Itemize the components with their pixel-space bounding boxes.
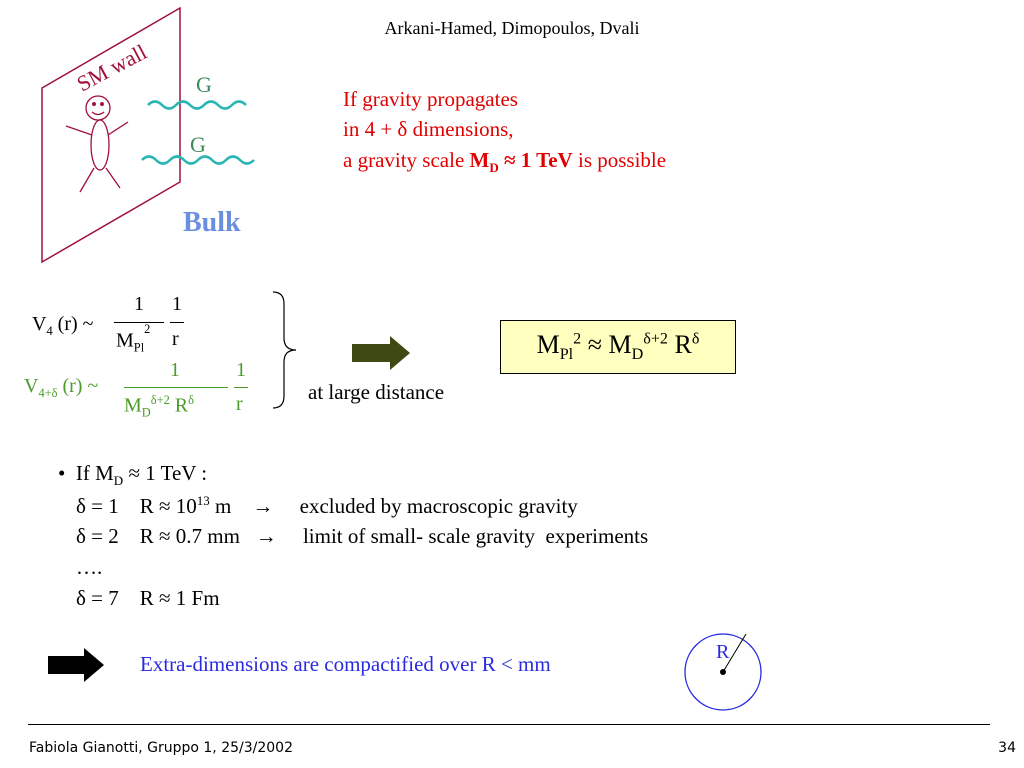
result-equation: MPl2 ≈ MDδ+2 Rδ <box>536 329 700 364</box>
statement-line-2: in 4 + δ dimensions, <box>343 117 514 141</box>
footer-author: Fabiola Gianotti, Gruppo 1, 25/3/2002 <box>29 740 293 756</box>
graviton-wave-bottom <box>141 155 255 165</box>
equation-1-lhs: V4 (r) ~ <box>32 313 94 338</box>
statement-md-sub: D <box>489 160 499 176</box>
at-large-distance-label: at large distance <box>308 380 445 404</box>
equation-1-num1: 1 <box>134 293 144 315</box>
equation-2-fraction-bar-2 <box>234 387 248 388</box>
equation-1-num2: 1 <box>172 293 182 315</box>
stick-figure <box>65 95 129 193</box>
equation-2-lhs: V4+δ (r) ~ <box>24 375 99 400</box>
graviton-wave-top <box>147 100 247 110</box>
graviton-label-top: G <box>196 72 212 97</box>
result-box: MPl2 ≈ MDδ+2 Rδ <box>500 320 736 374</box>
case-row-ellipsis: …. <box>76 555 103 579</box>
equation-2-fraction-bar-1 <box>124 387 228 388</box>
case-row-delta-1: δ = 1 R ≈ 1013 m → excluded by macroscop… <box>76 493 578 518</box>
page-number: 34 <box>998 740 1016 756</box>
circle-radius-label: R <box>716 641 730 663</box>
statement-line-3: a gravity scale MD ≈ 1 TeV is possible <box>343 148 666 176</box>
bullet-condition: • If MD ≈ 1 TeV : <box>58 461 208 489</box>
statement-line-1: If gravity propagates <box>343 87 518 111</box>
arrow-right-icon <box>352 336 410 370</box>
wall-plane <box>41 6 181 264</box>
equation-1-den1: MPl2 <box>116 322 151 355</box>
case-row-delta-7: δ = 7 R ≈ 1 Fm <box>76 586 220 610</box>
equation-2-num1: 1 <box>170 359 180 381</box>
footer-divider <box>28 724 990 725</box>
compact-dimension-circle: R <box>684 633 762 711</box>
equation-2-num2: 1 <box>236 359 246 381</box>
equation-2-den2: r <box>236 393 243 415</box>
bulk-label: Bulk <box>183 207 241 238</box>
equation-2-den1: MDδ+2 Rδ <box>124 393 194 420</box>
statement-suffix: is possible <box>572 148 667 172</box>
equation-1-fraction-bar-2 <box>170 322 184 323</box>
statement-bold-rest: ≈ 1 TeV <box>498 148 573 172</box>
graviton-label-bottom: G <box>190 132 206 157</box>
equation-1-den2: r <box>172 328 179 350</box>
sm-wall-illustration: SM wall G G <box>41 6 255 264</box>
statement-prefix: a gravity scale <box>343 148 470 172</box>
conclusion-text: Extra-dimensions are compactified over R… <box>140 652 551 676</box>
statement-md: M <box>469 148 490 172</box>
curly-brace <box>272 291 297 409</box>
arrow-right-icon <box>48 648 104 682</box>
case-row-delta-2: δ = 2 R ≈ 0.7 mm → limit of small- scale… <box>76 524 649 548</box>
slide-title: Arkani-Hamed, Dimopoulos, Dvali <box>384 18 640 38</box>
equation-1-fraction-bar-1 <box>114 322 164 323</box>
